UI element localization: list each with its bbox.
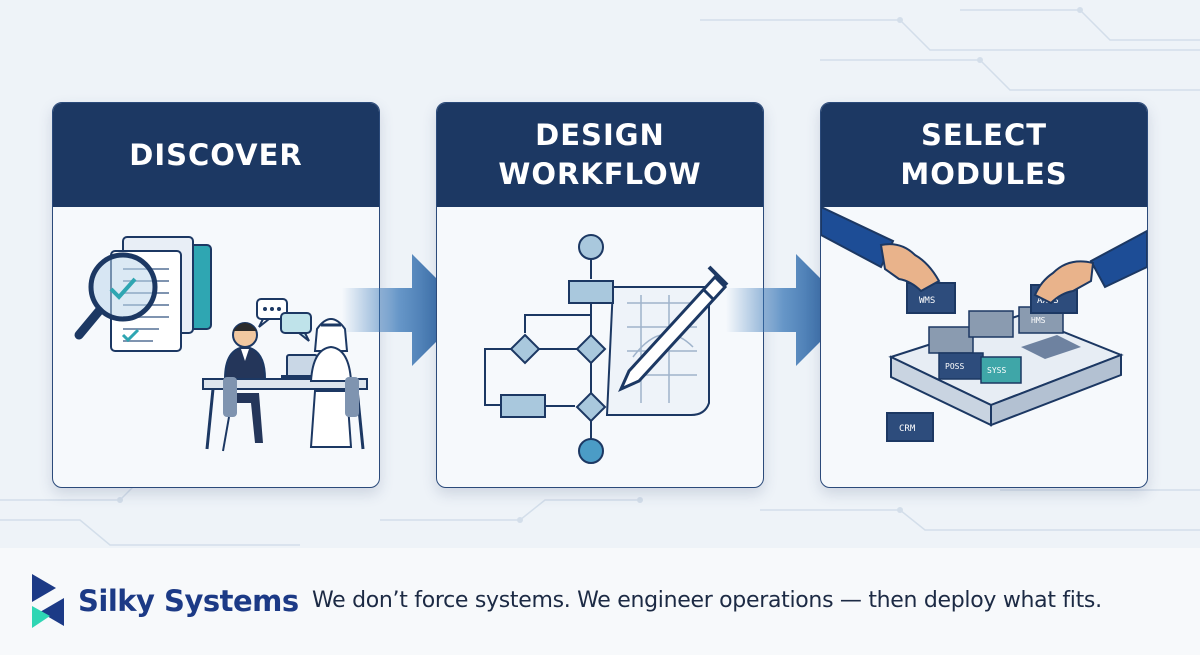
discover-illustration [74, 236, 368, 452]
step-title: DESIGN WORKFLOW [437, 103, 763, 207]
hand-icon [1033, 229, 1147, 305]
consultant-figure [222, 322, 267, 452]
brand-name: Silky Systems [78, 584, 299, 618]
flowchart-icon [484, 234, 614, 464]
module-label: SYSS [987, 366, 1006, 375]
step-title: DISCOVER [53, 103, 379, 207]
modules-illustration: HMS POSS SYSS WMS AXBS CRM [821, 207, 1147, 442]
step-card-design-workflow: DESIGN WORKFLOW [436, 102, 764, 488]
workflow-illustration [484, 234, 729, 464]
chat-bubbles-icon [256, 298, 312, 342]
magnifier-icon [74, 252, 158, 340]
module-label: CRM [899, 424, 916, 434]
pen-icon [618, 265, 729, 392]
module-label: HMS [1031, 316, 1046, 325]
module-label: WMS [919, 296, 935, 306]
module-block-icon: CRM [886, 412, 934, 442]
client-figure [309, 318, 359, 448]
footer-bar: Silky Systems We don’t force systems. We… [0, 548, 1200, 655]
silky-systems-logo-icon [32, 574, 64, 628]
tagline: We don’t force systems. We engineer oper… [312, 588, 1102, 613]
module-label: POSS [945, 362, 964, 371]
module-block-icon: WMS [906, 282, 956, 314]
step-title: SELECT MODULES [821, 103, 1147, 207]
step-card-select-modules: SELECT MODULES HMS POSS SYSS [820, 102, 1148, 488]
step-card-discover: DISCOVER [52, 102, 380, 488]
hand-icon [821, 207, 941, 293]
circuit-background [0, 7, 1200, 546]
